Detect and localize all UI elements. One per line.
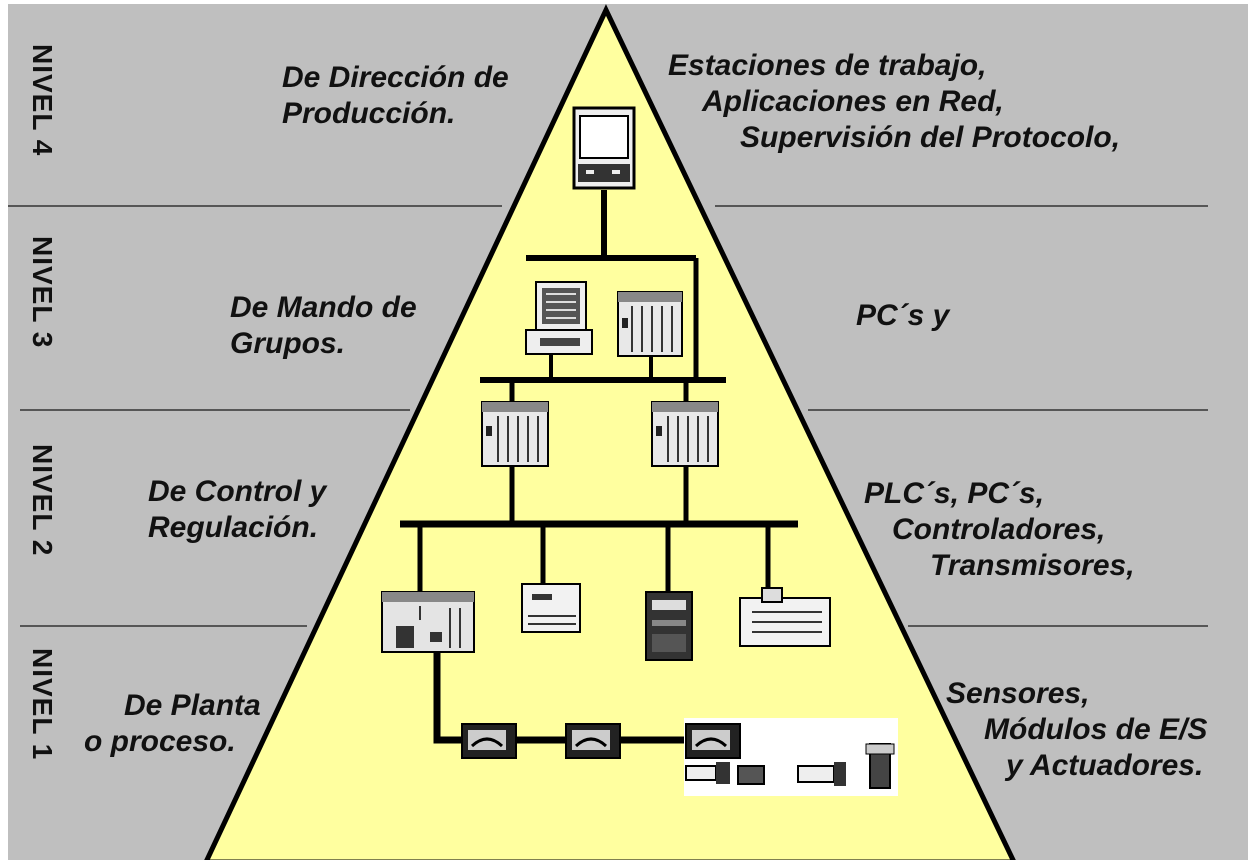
level2-left-text: De Control y Regulación. xyxy=(148,475,327,544)
level1-left-text: De Planta o proceso. xyxy=(84,689,261,758)
plc-icon xyxy=(481,401,549,467)
controller-panel-icon xyxy=(645,591,693,661)
level-dividers xyxy=(8,205,1208,627)
level1-right-text: Sensores, Módulos de E/S y Actuadores. xyxy=(946,677,1208,782)
plc-icon xyxy=(651,401,719,467)
pc-computer-icon xyxy=(525,281,593,355)
level4-left-text: De Dirección de Producción. xyxy=(282,61,509,130)
level2-right-text: PLC´s, PC´s, Controladores, Transmisores… xyxy=(864,477,1135,582)
rack-controller-icon xyxy=(617,291,683,357)
sensor-module-icon xyxy=(565,723,621,759)
transmitter-icon xyxy=(739,587,831,647)
sensor-module-icon xyxy=(685,723,741,759)
level3-left-text: De Mando de Grupos. xyxy=(230,291,417,360)
level-label-2: NIVEL 2 xyxy=(27,444,58,557)
plc-icon xyxy=(381,591,475,653)
io-module-icon xyxy=(521,583,581,633)
actuator-icon xyxy=(685,743,895,789)
level4-right-text: Estaciones de trabajo, Aplicaciones en R… xyxy=(668,49,1121,154)
level-label-1: NIVEL 1 xyxy=(27,648,58,761)
sensor-module-icon xyxy=(461,723,517,759)
level3-right-text: PC´s y xyxy=(856,299,950,332)
workstation-terminal-icon xyxy=(572,106,636,190)
level-label-4: NIVEL 4 xyxy=(27,44,58,157)
level-label-3: NIVEL 3 xyxy=(27,236,58,349)
